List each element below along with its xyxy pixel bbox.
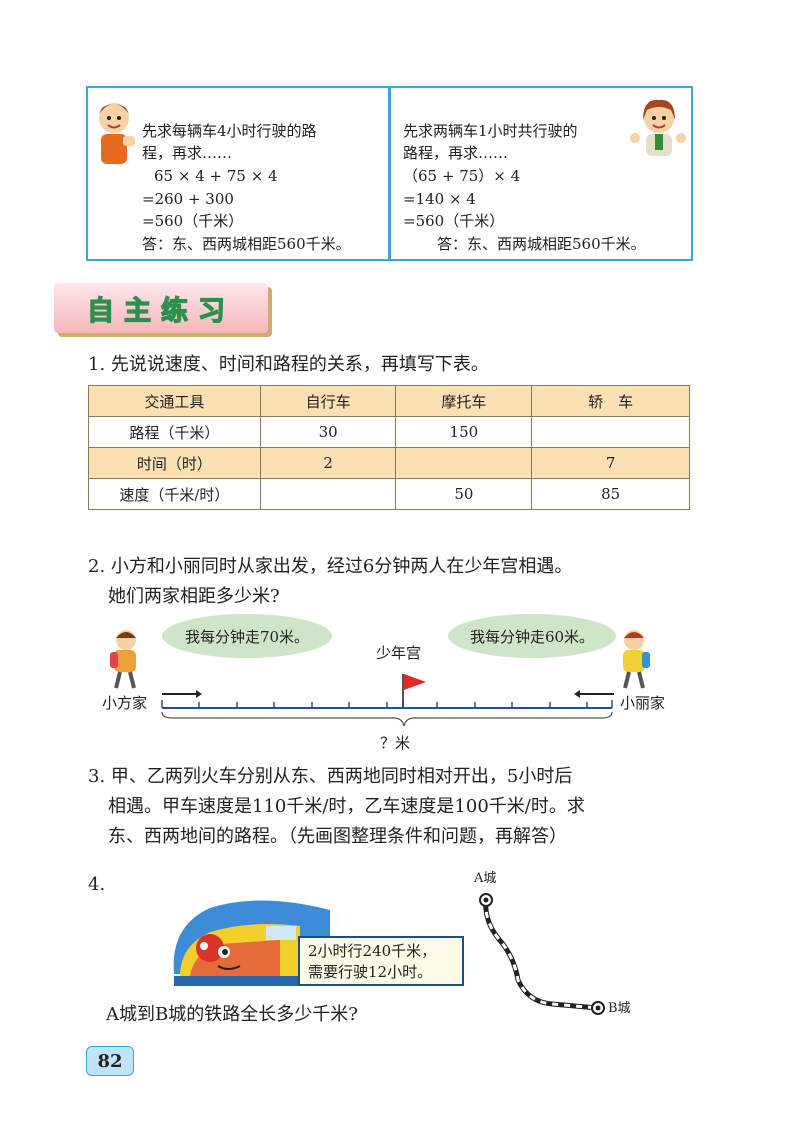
solution-box-left: 先求每辆车4小时行驶的路 程，再求…… 65 × 4 + 75 × 4 =260… (86, 86, 390, 261)
table-header-cell: 交通工具 (88, 385, 261, 417)
distance-unknown-label: ？米 (380, 734, 411, 752)
table-cell: 50 (395, 478, 533, 510)
solution-left-line-5: =560（千米） (142, 212, 244, 230)
page-number: 82 (86, 1046, 134, 1076)
bubble-left-text: 我每分钟走70米。 (184, 627, 310, 646)
table-header-cell: 轿 车 (531, 385, 690, 417)
page-number-text: 82 (97, 1050, 123, 1072)
flag-icon (404, 674, 426, 690)
table-cell[interactable] (395, 447, 533, 479)
distance-diagram (161, 674, 614, 727)
sign-line-1: 2小时行240千米， (308, 942, 437, 960)
solution-box-right: 先求两辆车1小时共行驶的 路程，再求…… （65 + 75）× 4 =140 ×… (389, 86, 693, 261)
speech-bubble-right: 我每分钟走60米。 (448, 614, 616, 658)
q3-line-1: 3. 甲、乙两列火车分别从东、西两地同时相对开出，5小时后 (88, 766, 573, 787)
table-cell: 85 (531, 478, 690, 510)
sign-line-2: 需要行驶12小时。 (308, 963, 433, 981)
tick-marks (161, 700, 613, 708)
q2-line-1: 2. 小方和小丽同时从家出发，经过6分钟两人在少年宫相遇。 (88, 556, 573, 577)
table-header-cell: 自行车 (259, 385, 397, 417)
table-cell: 7 (531, 447, 690, 479)
xiaoli-home-label: 小丽家 (620, 694, 666, 712)
q3-line-2: 相遇。甲车速度是110千米/时，乙车速度是100千米/时。求 (108, 796, 585, 817)
solution-right-line-3: （65 + 75）× 4 (403, 167, 521, 185)
youth-palace-label: 少年宫 (376, 644, 422, 662)
q4-question: A城到B城的铁路全长多少千米? (106, 1004, 358, 1025)
info-sign: 2小时行240千米， 需要行驶12小时。 (298, 936, 464, 986)
section-banner: 自主练习 (54, 283, 268, 333)
speed-table: 交通工具 自行车 摩托车 轿 车 路程（千米） 30 150 时间（时） 2 7… (88, 385, 690, 510)
table-row: 路程（千米） 30 150 (88, 416, 690, 448)
solution-left-line-2: 程，再求…… (142, 144, 233, 162)
bubble-right-text: 我每分钟走60米。 (469, 627, 595, 646)
table-header-row: 交通工具 自行车 摩托车 轿 车 (88, 385, 690, 417)
q3-line-3: 东、西两地间的路程。（先画图整理条件和问题，再解答） (108, 826, 567, 847)
table-cell: 速度（千米/时） (88, 478, 261, 510)
xiaofang-figure (110, 630, 136, 689)
table-header-cell: 摩托车 (395, 385, 533, 417)
q1-text: 1. 先说说速度、时间和路程的关系，再填写下表。 (88, 354, 489, 375)
table-cell: 时间（时） (88, 447, 261, 479)
solution-right-line-1: 先求两辆车1小时共行驶的 (403, 122, 578, 140)
solution-right-line-4: =140 × 4 (403, 190, 476, 208)
city-a-label: A城 (474, 871, 497, 886)
table-row: 速度（千米/时） 50 85 (88, 478, 690, 510)
table-cell: 150 (395, 416, 533, 448)
girl-avatar (630, 99, 686, 156)
table-row: 时间（时） 2 7 (88, 447, 690, 479)
solution-left-line-3: 65 × 4 + 75 × 4 (154, 167, 278, 185)
table-cell: 路程（千米） (88, 416, 261, 448)
boy-avatar (99, 103, 135, 164)
solution-right-line-2: 路程，再求…… (403, 144, 509, 162)
solution-left-line-1: 先求每辆车4小时行驶的路 (142, 122, 317, 140)
railway-route (479, 893, 605, 1015)
solution-right-answer: 答：东、西两城相距560千米。 (437, 235, 646, 253)
table-cell: 2 (259, 447, 397, 479)
table-cell: 30 (259, 416, 397, 448)
speech-bubble-left: 我每分钟走70米。 (162, 614, 332, 658)
table-cell[interactable] (259, 478, 397, 510)
city-b-label: B城 (608, 1001, 631, 1016)
solution-left-answer: 答：东、西两城相距560千米。 (142, 235, 351, 253)
solution-right-line-5: =560（千米） (403, 212, 505, 230)
distance-brace (161, 711, 613, 727)
q2-line-2: 她们两家相距多少米? (108, 586, 280, 607)
section-title: 自主练习 (86, 295, 235, 327)
table-cell[interactable] (531, 416, 690, 448)
q4-number: 4. (88, 874, 106, 895)
xiaofang-home-label: 小方家 (102, 694, 148, 712)
solution-left-line-4: =260 + 300 (142, 190, 234, 208)
xiaoli-figure (623, 630, 650, 689)
train-illustration (173, 900, 334, 986)
